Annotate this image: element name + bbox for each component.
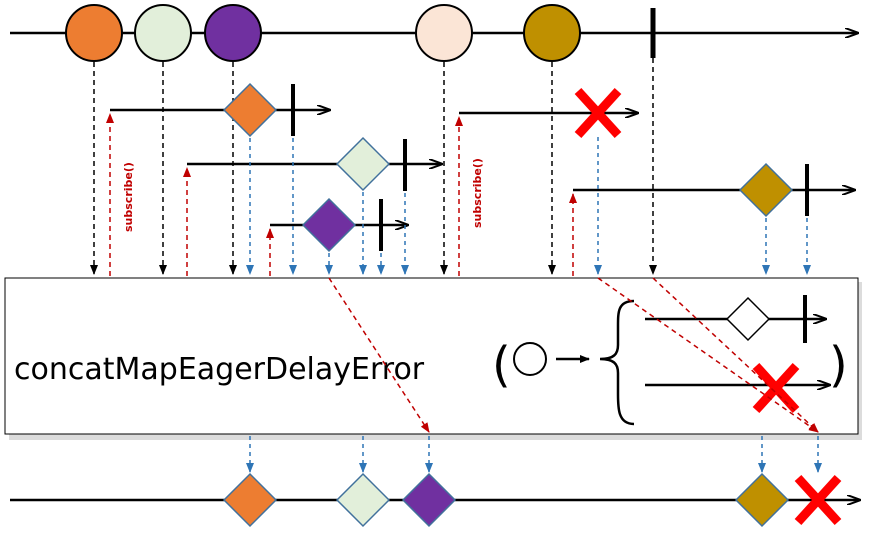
operator-box: concatMapEagerDelayError ( ) — [4, 277, 862, 440]
output-light-green-diamond — [335, 472, 391, 528]
source-peach-item — [415, 4, 473, 62]
operator-template-diamond — [725, 296, 771, 342]
operator-to-output-arrows — [246, 436, 822, 473]
operator-name: concatMapEagerDelayError — [14, 352, 425, 387]
operator-open-paren: ( — [492, 337, 511, 393]
output-gold-diamond — [734, 472, 790, 528]
inner-observable-peach — [459, 87, 638, 139]
inner-observable-orange — [110, 82, 330, 138]
source-light-green-item — [134, 4, 192, 62]
operator-brace-icon — [599, 299, 635, 426]
inner-peach-error-icon — [574, 87, 622, 139]
operator-template-error-icon — [752, 362, 800, 414]
inner-to-operator-arrows — [246, 137, 811, 275]
delay-arrows — [328, 277, 819, 433]
output-purple-diamond — [401, 472, 457, 528]
subscribe-label-left: subscribe() — [122, 162, 135, 232]
output-error-cross-icon — [794, 474, 842, 526]
inner-observable-gold — [573, 162, 855, 218]
source-gold-item — [523, 4, 581, 62]
inner-observable-purple — [270, 197, 408, 253]
inner-purple-diamond — [301, 197, 357, 253]
inner-light-green-diamond — [335, 136, 391, 192]
inner-orange-diamond — [222, 82, 278, 138]
subscribe-arrows — [106, 113, 577, 276]
source-orange-item — [65, 4, 123, 62]
inner-gold-diamond — [738, 162, 794, 218]
operator-input-circle-icon — [513, 342, 547, 376]
subscribe-label-right: subscribe() — [471, 158, 484, 228]
output-orange-diamond — [222, 472, 278, 528]
source-purple-item — [204, 4, 262, 62]
inner-observable-light-green — [187, 136, 442, 192]
source-to-operator-arrows — [90, 58, 657, 275]
operator-close-paren: ) — [829, 337, 848, 393]
